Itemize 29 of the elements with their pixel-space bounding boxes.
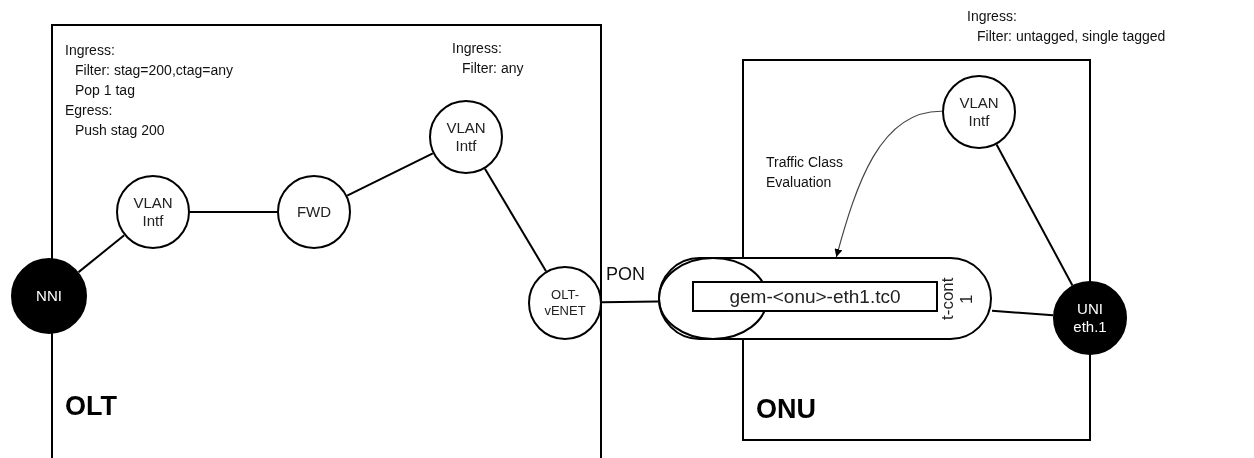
node-label: gem-<onu>-eth1.tc0 [729, 285, 901, 308]
config-note: Egress: [65, 101, 114, 120]
config-note: Ingress: [967, 7, 1018, 26]
connector-line [189, 211, 278, 213]
config-note: Ingress: [65, 41, 116, 60]
node-label: VLAN Intf [958, 94, 1000, 130]
connector-line [77, 234, 126, 274]
config-note: Push stag 200 [74, 121, 166, 140]
node-label: FWD [295, 203, 333, 221]
node-label: VLAN Intf [445, 119, 487, 155]
node-label: OLT-vENET [543, 287, 587, 319]
node-label: NNI [35, 287, 63, 305]
node-label: UNI eth.1 [1072, 300, 1108, 336]
connector-line [991, 309, 1055, 317]
connector-line [601, 300, 659, 304]
device-title: OLT [65, 391, 117, 422]
config-note: Filter: any [461, 59, 524, 78]
config-note: Filter: stag=200,ctag=any [74, 61, 233, 80]
node-label: VLAN Intf [132, 194, 174, 230]
node-label: t-cont 1 [938, 276, 976, 323]
connector-line [483, 167, 548, 273]
config-note: Filter: untagged, single tagged [976, 27, 1166, 46]
device-title: ONU [756, 394, 816, 425]
connector-line [995, 143, 1074, 287]
connector-line [346, 152, 434, 197]
gem-port-box [692, 281, 938, 312]
arrow [834, 110, 943, 258]
config-note: Pop 1 tag [74, 81, 136, 100]
config-note: Ingress: [452, 39, 503, 58]
